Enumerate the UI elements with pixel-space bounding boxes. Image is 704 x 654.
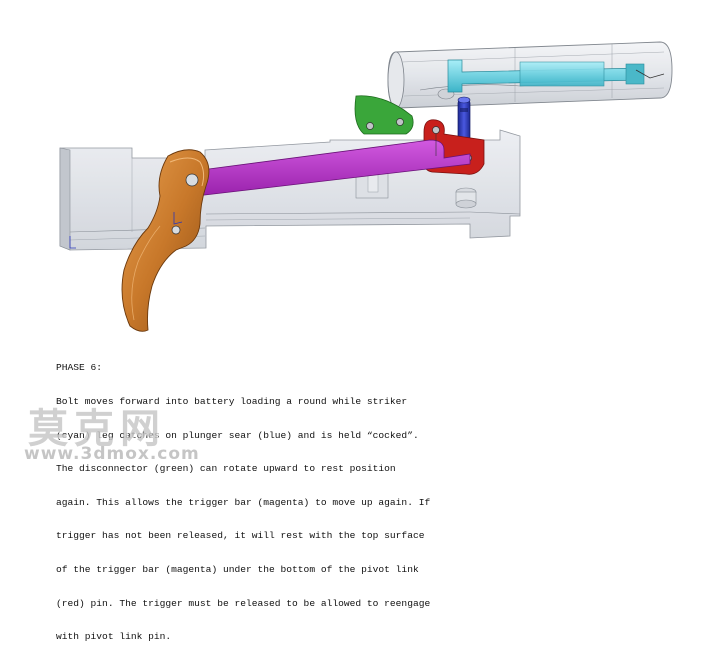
watermark-brand: 莫克网	[28, 406, 166, 452]
caption-line: (red) pin. The trigger must be released …	[56, 597, 431, 609]
caption-line: trigger has not been released, it will r…	[56, 530, 425, 542]
watermark-url: www.3dmox.com	[24, 444, 200, 464]
caption-line: of the trigger bar (magenta) under the b…	[56, 563, 419, 575]
disconnector-green	[354, 95, 414, 135]
caption-line: Bolt moves forward into battery loading …	[56, 396, 408, 407]
caption-line: again. This allows the trigger bar (mage…	[56, 496, 431, 508]
caption-line: with pivot link pin.	[56, 631, 172, 643]
mechanism-diagram	[59, 41, 673, 332]
striker-cyan	[447, 59, 665, 93]
caption-phase-title: PHASE 6:	[56, 362, 103, 374]
phase-caption: PHASE 6: Bolt moves forward into battery…	[56, 340, 656, 654]
caption-line: (cyan) leg catches on plunger sear (blue…	[56, 429, 419, 441]
trigger-copper	[121, 149, 210, 332]
